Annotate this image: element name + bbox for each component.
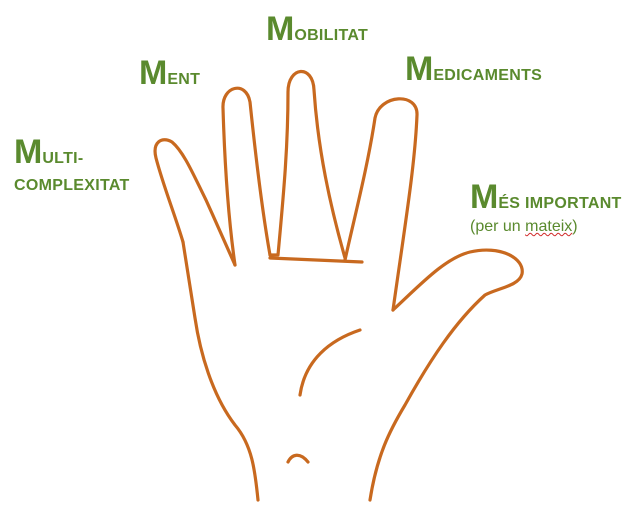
wrist-crease bbox=[288, 455, 308, 462]
label-mes-important-initial: M bbox=[470, 178, 498, 216]
label-multi-initial: M bbox=[14, 133, 42, 171]
label-per-un-mateix: (per un mateix) bbox=[470, 218, 578, 236]
label-medicaments: MEDICAMENTS bbox=[405, 52, 542, 86]
middle-finger bbox=[270, 71, 345, 258]
label-per-un-suffix: ) bbox=[572, 218, 577, 235]
finger-base-line bbox=[270, 258, 362, 262]
label-mobilitat: MOBILITAT bbox=[266, 12, 368, 46]
label-medicaments-initial: M bbox=[405, 50, 433, 88]
thumb bbox=[370, 250, 522, 500]
label-mes-important-rest: ÉS IMPORTANT bbox=[498, 195, 621, 212]
label-mobilitat-rest: OBILITAT bbox=[294, 27, 368, 44]
label-multi-rest: ULTI- bbox=[42, 150, 83, 167]
label-mobilitat-initial: M bbox=[266, 10, 294, 48]
label-ment-initial: M bbox=[139, 54, 167, 92]
index-finger bbox=[345, 99, 417, 310]
label-medicaments-rest: EDICAMENTS bbox=[433, 67, 542, 84]
ring-finger bbox=[223, 88, 270, 265]
label-ment-rest: ENT bbox=[167, 71, 200, 88]
label-multi-complexitat: MULTI- bbox=[14, 135, 84, 169]
palm-left-edge bbox=[183, 242, 258, 500]
label-complexitat-text: COMPLEXITAT bbox=[14, 177, 130, 194]
label-mateix-word: mateix bbox=[525, 218, 572, 235]
thumb-crease bbox=[300, 330, 360, 395]
label-mes-important: MÉS IMPORTANT bbox=[470, 180, 622, 214]
label-complexitat: COMPLEXITAT bbox=[14, 178, 130, 194]
little-finger bbox=[155, 140, 235, 265]
label-per-un-prefix: (per un bbox=[470, 218, 525, 235]
label-ment: MENT bbox=[139, 56, 200, 90]
